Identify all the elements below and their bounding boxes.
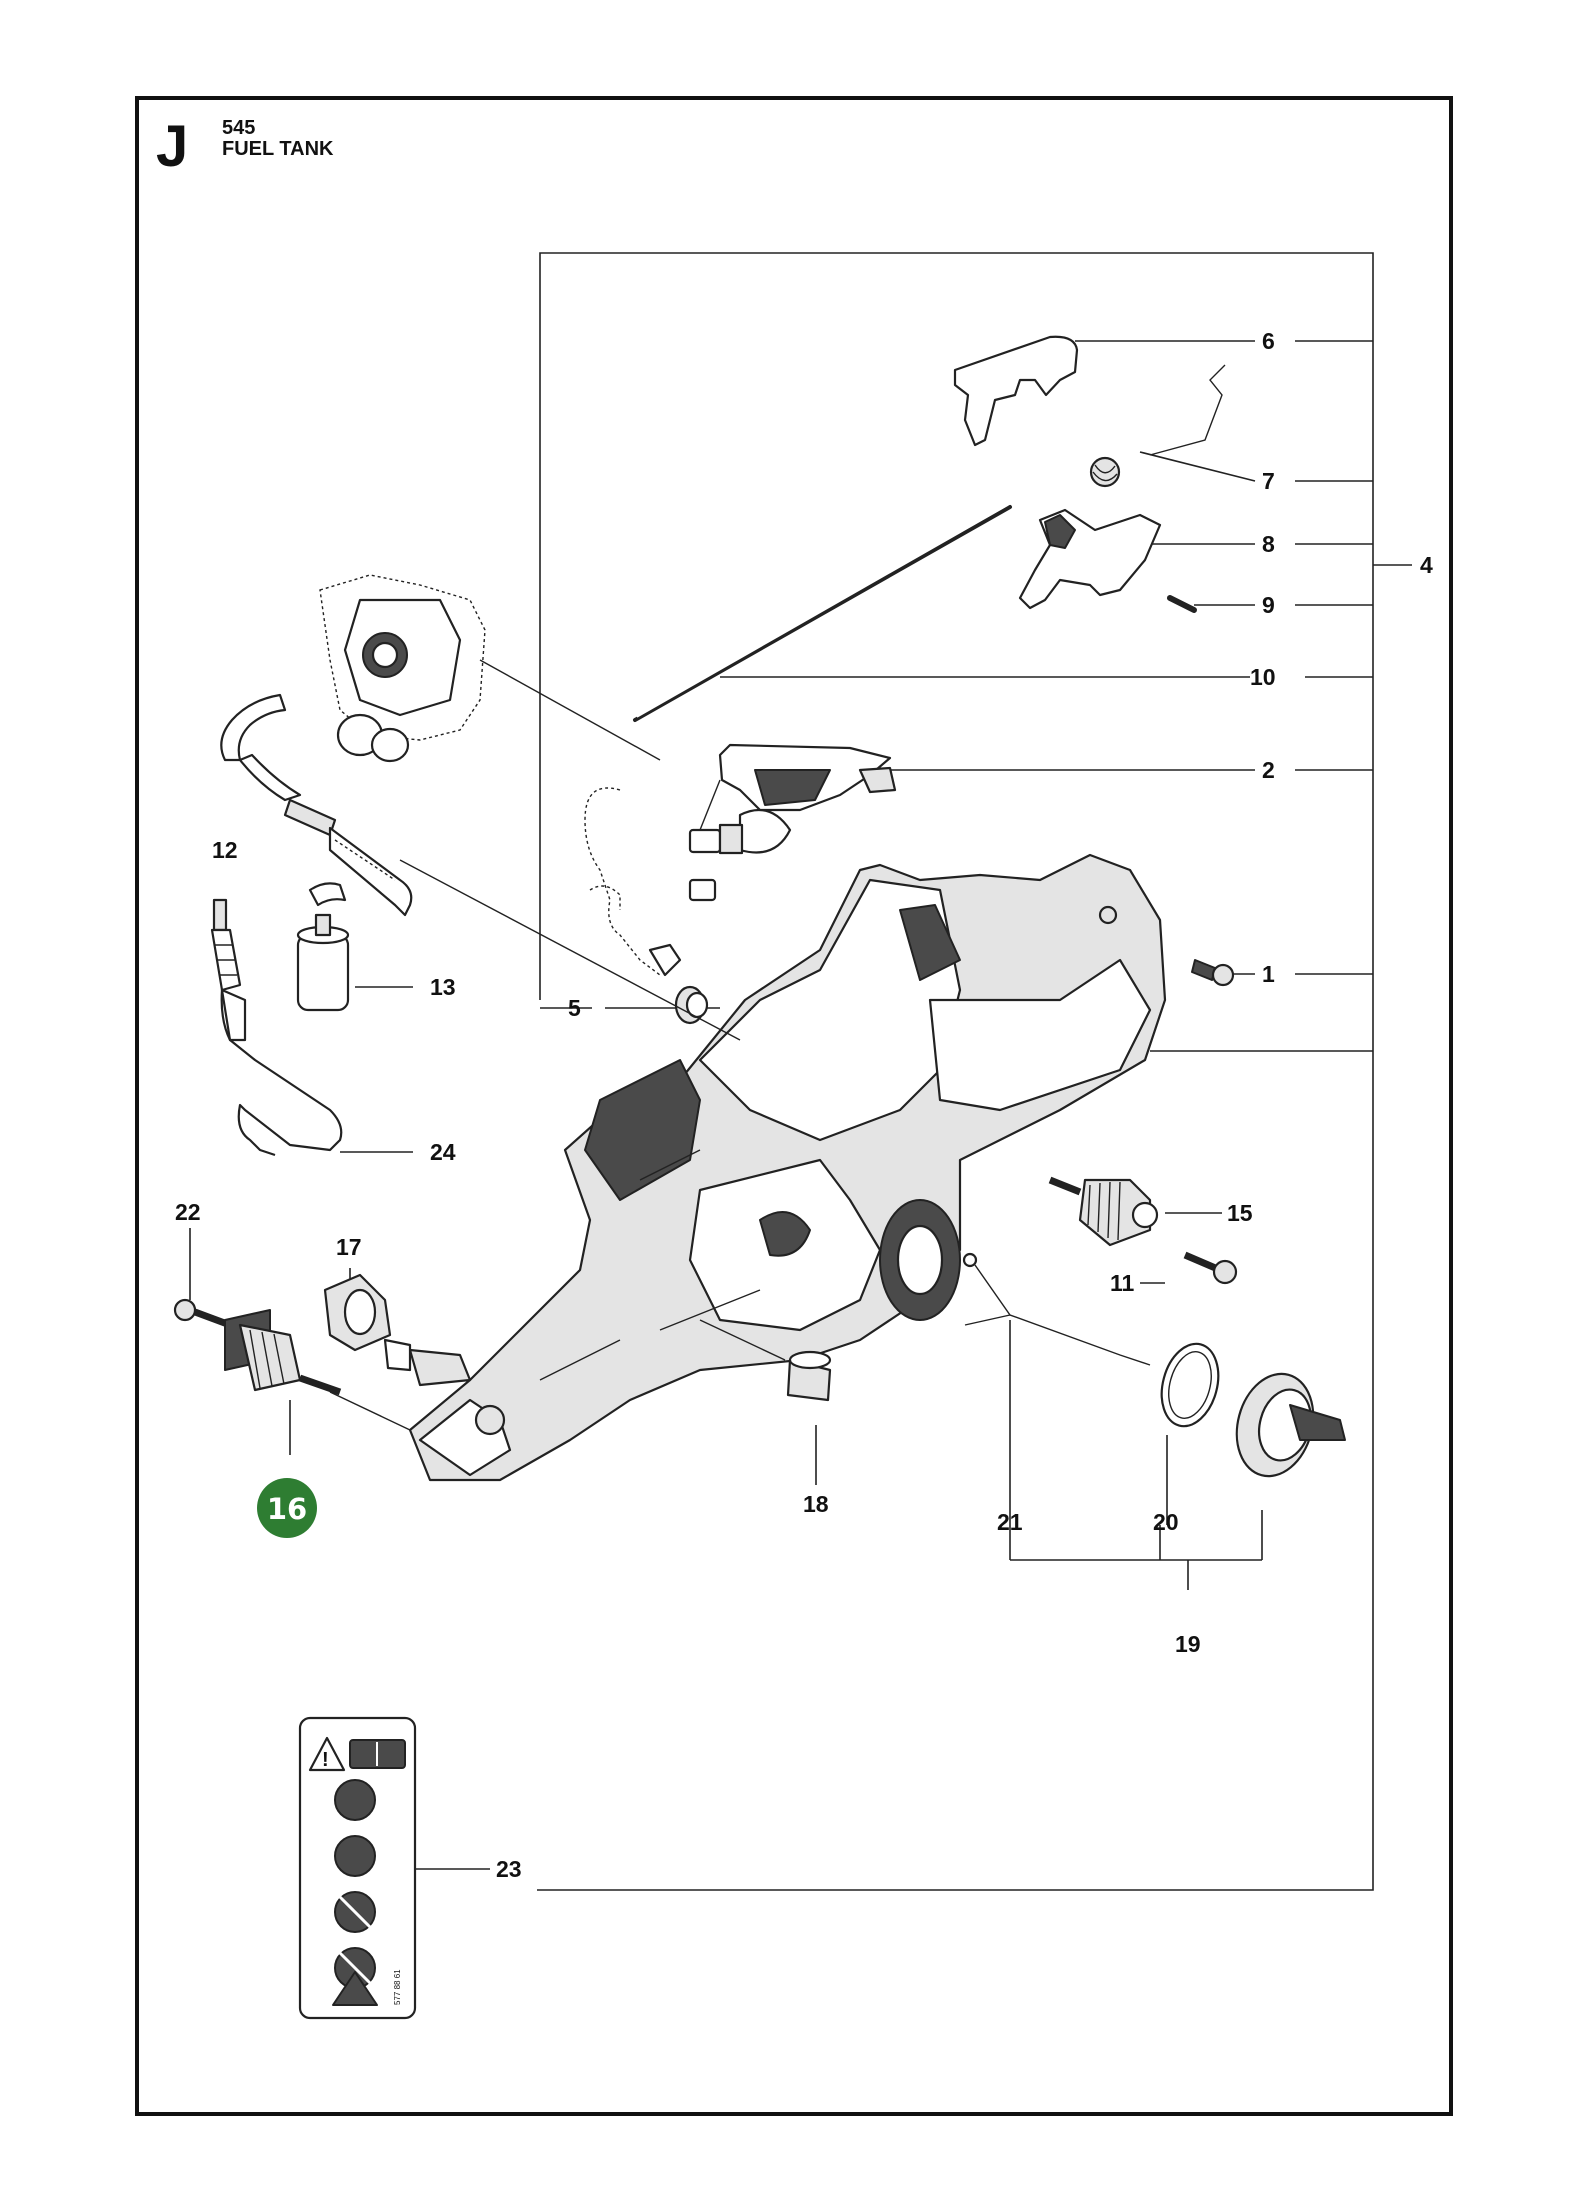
svg-text:!: ! <box>322 1749 329 1771</box>
part-17-av-buffer <box>323 1273 472 1387</box>
callout-11: 11 <box>1110 1270 1135 1296</box>
primer-bulb-reference <box>584 787 792 977</box>
part-8-throttle-trigger <box>1018 508 1162 610</box>
part-15-av-spring <box>1048 1176 1159 1247</box>
callout-7: 7 <box>1262 468 1275 494</box>
part-21-cap-strap <box>962 1252 1151 1366</box>
section-title: FUEL TANK <box>222 138 334 160</box>
page-frame <box>135 96 1453 2116</box>
callout-4: 4 <box>1420 552 1433 578</box>
part-22-screw <box>173 1298 232 1329</box>
callout-labels: 6 7 8 4 9 10 2 12 1 13 5 24 22 15 17 11 … <box>175 328 1433 1882</box>
part-13-fuel-filter <box>296 882 350 1012</box>
part-7-spring <box>1089 364 1226 488</box>
part-16-av-spring <box>224 1309 342 1396</box>
part-2-handle-piece <box>718 743 897 812</box>
callout-19: 19 <box>1175 1631 1201 1657</box>
reference-lines <box>329 659 786 1431</box>
sticker-code: 577 88 61 <box>393 1969 402 2005</box>
part-9-pin <box>1167 595 1197 613</box>
protective-gear-icon <box>334 1779 376 1821</box>
callout-5: 5 <box>568 995 581 1021</box>
part-6-handle-cover <box>953 335 1079 447</box>
part-10-throttle-rod <box>633 504 1012 722</box>
callout-8: 8 <box>1262 531 1275 557</box>
callout-21: 21 <box>997 1509 1023 1535</box>
kickback-icon <box>334 1835 376 1877</box>
part-5-grommet <box>674 985 709 1025</box>
callout-2: 2 <box>1262 757 1275 783</box>
part-1-screw <box>1191 959 1235 987</box>
callout-18: 18 <box>803 1491 829 1517</box>
callout-1: 1 <box>1262 961 1275 987</box>
callout-10: 10 <box>1250 664 1276 690</box>
callout-13: 13 <box>430 974 456 1000</box>
callout-23: 23 <box>496 1856 522 1882</box>
part-12-fuel-hose <box>220 693 413 917</box>
part-18-plug <box>786 1350 832 1402</box>
part-19-fuel-cap <box>1235 1372 1346 1478</box>
carburetor-reference <box>319 574 486 763</box>
callout-17: 17 <box>336 1234 362 1260</box>
callout-24: 24 <box>430 1139 456 1165</box>
callout-22: 22 <box>175 1199 201 1225</box>
main-fuel-tank-body <box>408 853 1167 1482</box>
warning-triangle-icon <box>308 1736 346 1772</box>
fire-warning-icon <box>332 1971 378 2006</box>
highlighted-callout-16: 16 <box>257 1478 317 1538</box>
part-20-seal-ring <box>1160 1342 1220 1428</box>
callout-16: 16 <box>267 1492 307 1526</box>
callout-9: 9 <box>1262 592 1275 618</box>
model-number: 545 <box>222 117 256 139</box>
callout-12: 12 <box>212 837 238 863</box>
part-11-screw <box>1183 1251 1238 1285</box>
section-letter: J <box>156 114 189 179</box>
leader-lines <box>189 340 1373 1870</box>
callout-15: 15 <box>1227 1200 1253 1226</box>
callout-20: 20 <box>1153 1509 1179 1535</box>
callout-6: 6 <box>1262 328 1275 354</box>
part-24-impulse-hose <box>210 898 343 1157</box>
assembly-bracket <box>537 252 1412 1891</box>
part-23-warning-label: ! 577 88 61 <box>298 1716 417 2020</box>
